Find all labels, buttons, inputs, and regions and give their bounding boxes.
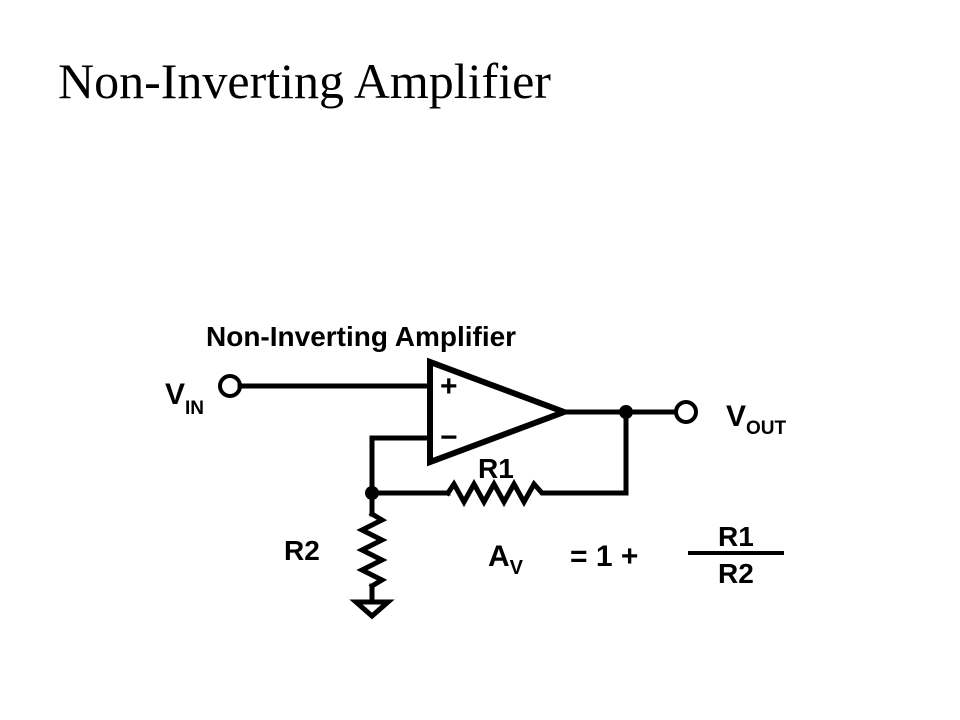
output-terminal (674, 400, 698, 424)
vout-label: VOUT (726, 400, 787, 439)
r1-label: R1 (478, 453, 514, 484)
gain-symbol: AV (488, 540, 524, 579)
inverting-input-wire (369, 435, 433, 496)
gain-formula: AV = 1 + R1 R2 (488, 521, 784, 589)
slide-title: Non-Inverting Amplifier (58, 53, 551, 109)
formula-numerator: R1 (718, 521, 754, 552)
op-amp-symbol (427, 357, 573, 467)
diagram-caption: Non-Inverting Amplifier (206, 321, 516, 352)
r2-label: R2 (284, 535, 320, 566)
formula-middle: = 1 + (570, 540, 638, 573)
feedback-wire-right (545, 409, 629, 496)
input-terminal (218, 374, 242, 398)
r2-resistor (356, 510, 388, 590)
non-inverting-input-sign: + (440, 370, 458, 403)
vin-label: VIN (165, 378, 204, 419)
formula-denominator: R2 (718, 558, 754, 589)
ground-symbol (349, 599, 395, 620)
r1-resistor (444, 478, 551, 508)
inverting-input-sign: − (440, 421, 458, 454)
